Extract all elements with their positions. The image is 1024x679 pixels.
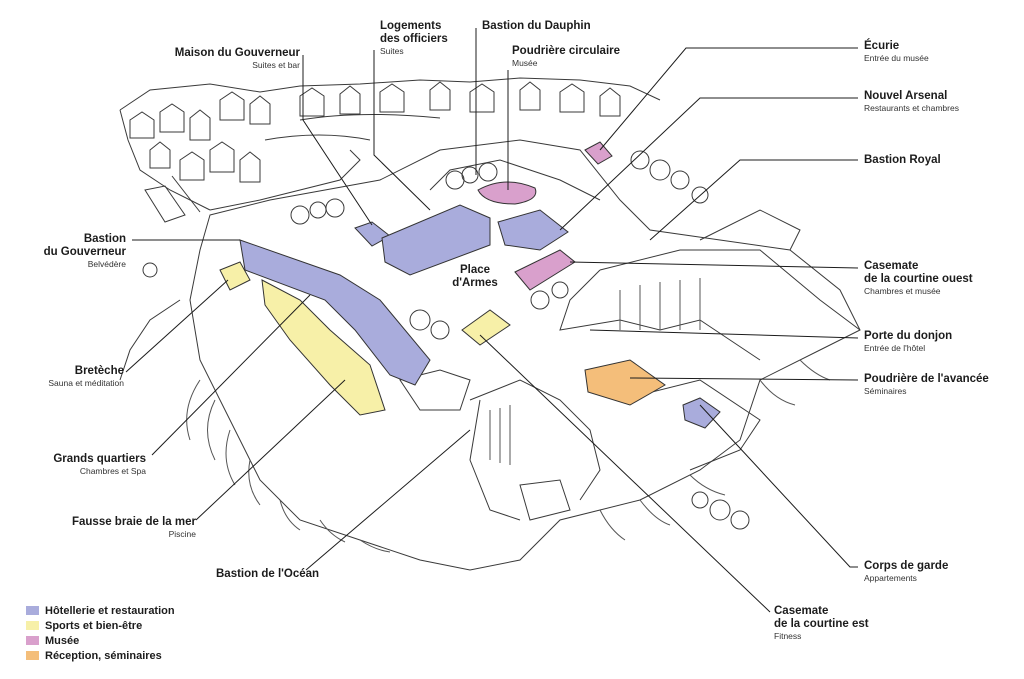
label-sub: Appartements [864,574,1014,584]
zone-nouvel-arsenal [498,210,568,250]
label-name: Casemate de la courtine est [774,605,914,631]
label-name: Logements des officiers [380,20,490,46]
label-name: Nouvel Arsenal [864,90,1014,103]
zone-poudriere-avancee [585,360,665,405]
legend-label: Réception, séminaires [45,650,162,662]
label-bastion-ocean: Bastion de l'Océan [216,568,366,581]
legend-item-musee: Musée [26,633,175,648]
label-name: Bastion Royal [864,154,1014,167]
label-poudriere-avancee: Poudrière de l'avancée Séminaires [864,373,1019,397]
label-breteche: Bretèche Sauna et méditation [14,365,124,389]
trees [143,151,749,529]
legend-label: Sports et bien-être [45,620,142,632]
label-bastion-gouverneur: Bastion du Gouverneur Belvédère [26,233,126,270]
label-sub: Belvédère [26,260,126,270]
label-nouvel-arsenal: Nouvel Arsenal Restaurants et chambres [864,90,1014,114]
label-sub: Sauna et méditation [14,379,124,389]
label-sub: Entrée de l'hôtel [864,344,1014,354]
harbour [145,150,360,222]
legend-item-hotellerie: Hôtellerie et restauration [26,603,175,618]
label-name: Casemate de la courtine ouest [864,260,1014,286]
label-name: Bretèche [14,365,124,378]
label-name: Porte du donjon [864,330,1014,343]
zone-casemate-est [462,310,510,345]
label-ecurie: Écurie Entrée du musée [864,40,1014,64]
legend-item-sports: Sports et bien-être [26,618,175,633]
label-bastion-dauphin: Bastion du Dauphin [482,20,612,33]
label-sub: Suites [380,47,490,57]
label-corps-garde: Corps de garde Appartements [864,560,1014,584]
label-sub: Piscine [36,530,196,540]
label-name: Grands quartiers [20,453,146,466]
legend-swatch [26,636,39,645]
label-poudriere-circulaire: Poudrière circulaire Musée [512,45,642,69]
label-bastion-royal: Bastion Royal [864,154,1014,167]
legend-label: Hôtellerie et restauration [45,605,175,617]
legend: Hôtellerie et restauration Sports et bie… [26,603,175,663]
label-name: Maison du Gouverneur [150,47,300,60]
label-name: Poudrière de l'avancée [864,373,1019,386]
zone-poudriere-circulaire [478,182,536,204]
legend-swatch [26,651,39,660]
label-sub: Chambres et musée [864,287,1014,297]
label-casemate-ouest: Casemate de la courtine ouest Chambres e… [864,260,1014,297]
label-sub: Séminaires [864,387,1019,397]
label-name: Poudrière circulaire [512,45,642,58]
label-name: Bastion du Gouverneur [26,233,126,259]
label-sub: Restaurants et chambres [864,104,1014,114]
town-background [120,78,660,210]
legend-swatch [26,621,39,630]
legend-item-reception: Réception, séminaires [26,648,175,663]
label-sub: Suites et bar [150,61,300,71]
label-maison-gouverneur: Maison du Gouverneur Suites et bar [150,47,300,71]
label-name: Corps de garde [864,560,1014,573]
legend-label: Musée [45,635,79,647]
label-fausse-braie: Fausse braie de la mer Piscine [36,516,196,540]
label-porte-donjon: Porte du donjon Entrée de l'hôtel [864,330,1014,354]
legend-swatch [26,606,39,615]
fortress-outline [120,140,860,570]
label-casemate-est: Casemate de la courtine est Fitness [774,605,914,642]
label-name: Bastion du Dauphin [482,20,612,33]
label-place-armes: Place d'Armes [445,264,505,290]
label-sub: Fitness [774,632,914,642]
zone-corps-garde [683,398,720,428]
label-name: Bastion de l'Océan [216,568,366,581]
label-logements-officiers: Logements des officiers Suites [380,20,490,57]
label-sub: Chambres et Spa [20,467,146,477]
label-name: Place d'Armes [445,264,505,290]
label-grands-quartiers: Grands quartiers Chambres et Spa [20,453,146,477]
label-name: Écurie [864,40,1014,53]
label-sub: Musée [512,59,642,69]
label-sub: Entrée du musée [864,54,1014,64]
label-name: Fausse braie de la mer [36,516,196,529]
